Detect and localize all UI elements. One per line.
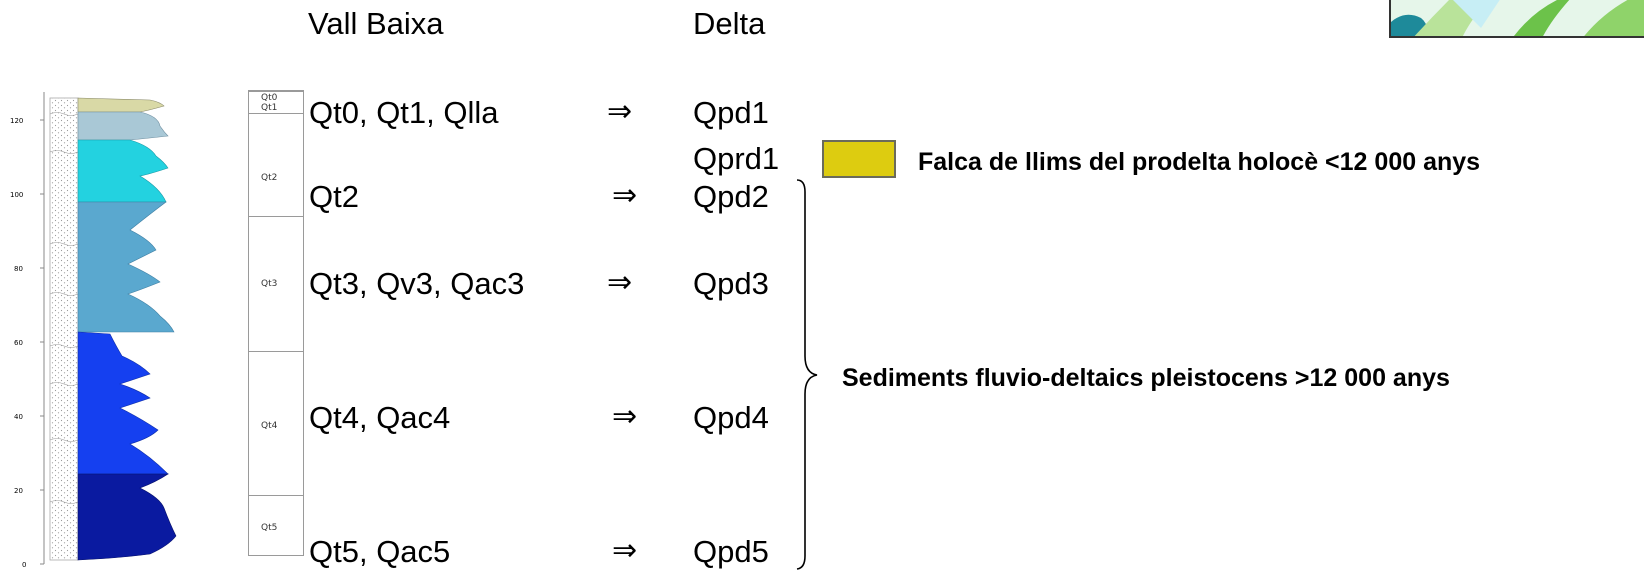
unit-label-qt1: Qt1 bbox=[261, 103, 278, 113]
unit-label-qt0: Qt0 bbox=[261, 93, 278, 103]
y-tick-label: 120 bbox=[10, 117, 23, 125]
arrow-icon: ⇒ bbox=[607, 265, 633, 300]
arrow-icon: ⇒ bbox=[612, 178, 638, 213]
delta-unit-row-1: Qpd1 bbox=[693, 95, 769, 130]
vall-units-row-1: Qt0, Qt1, Qlla bbox=[309, 95, 499, 130]
arrow-icon: ⇒ bbox=[612, 399, 638, 434]
vall-units-row-5: Qt5, Qac5 bbox=[309, 534, 451, 569]
fluvio-deltaic-label: Sediments fluvio-deltaics pleistocens >1… bbox=[842, 364, 1450, 392]
unit-label-qt4: Qt4 bbox=[261, 421, 278, 431]
lithology-column bbox=[49, 97, 79, 561]
prodelta-legend-label: Falca de llims del prodelta holocè <12 0… bbox=[918, 148, 1481, 176]
y-tick-label: 0 bbox=[22, 561, 26, 569]
delta-unit-row-2: Qpd2 bbox=[693, 179, 769, 214]
header-delta: Delta bbox=[693, 6, 766, 41]
y-tick-label: 60 bbox=[14, 339, 23, 347]
unit-qt3-body bbox=[77, 201, 175, 333]
prodelta-legend-swatch bbox=[822, 140, 896, 178]
vall-units-row-3: Qt3, Qv3, Qac3 bbox=[309, 266, 525, 301]
arrow-icon: ⇒ bbox=[612, 533, 638, 568]
delta-unit-row-3: Qpd3 bbox=[693, 266, 769, 301]
unit-label-qt3: Qt3 bbox=[261, 279, 278, 289]
delta-unit-prodelta: Qprd1 bbox=[693, 141, 780, 176]
unit-qt0-body bbox=[77, 97, 165, 113]
unit-qt1-body bbox=[77, 111, 169, 141]
y-tick-label: 20 bbox=[14, 487, 23, 495]
unit-label-qt2: Qt2 bbox=[261, 173, 278, 183]
y-tick-label: 40 bbox=[14, 413, 23, 421]
unit-qt2-body bbox=[77, 139, 169, 203]
stratigraphic-column: 120 100 80 60 40 20 0 bbox=[10, 92, 177, 569]
unit-qt4-body bbox=[77, 331, 169, 475]
delta-unit-row-5: Qpd5 bbox=[693, 534, 769, 569]
unit-label-qt5: Qt5 bbox=[261, 523, 278, 533]
unit-label-box: Qt0 Qt1 Qt2 Qt3 Qt4 Qt5 bbox=[248, 90, 304, 556]
y-tick-label: 80 bbox=[14, 265, 23, 273]
vall-units-row-4: Qt4, Qac4 bbox=[309, 400, 451, 435]
map-thumbnail-image bbox=[1389, 0, 1644, 38]
delta-unit-row-4: Qpd4 bbox=[693, 400, 769, 435]
vall-units-row-2: Qt2 bbox=[309, 179, 359, 214]
grouping-brace bbox=[796, 179, 818, 570]
header-vall-baixa: Vall Baixa bbox=[308, 6, 444, 41]
y-tick-label: 100 bbox=[10, 191, 23, 199]
unit-qt5-body bbox=[77, 473, 177, 561]
arrow-icon: ⇒ bbox=[607, 94, 633, 129]
